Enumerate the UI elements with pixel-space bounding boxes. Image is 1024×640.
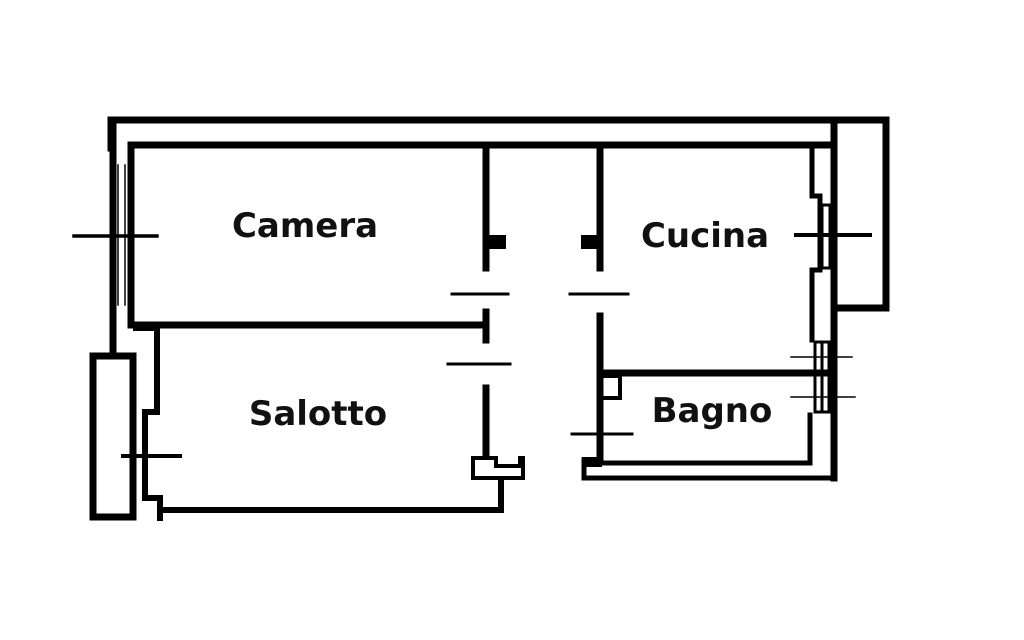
left-balcony — [89, 352, 137, 521]
bagno-fixture — [602, 374, 622, 400]
room-label-bagno: Bagno — [652, 391, 773, 431]
bagno-window — [813, 340, 831, 414]
room-label-salotto: Salotto — [249, 394, 387, 434]
salotto-bottom-wall — [157, 477, 504, 513]
cucina-window — [820, 203, 832, 270]
door-stop-left — [488, 235, 506, 249]
bagno-inner-bottom — [597, 412, 813, 466]
room-label-camera: Camera — [232, 206, 378, 246]
window-mark-bagno-1 — [790, 356, 856, 398]
salotto-left-wall — [133, 325, 163, 521]
bagno-corner — [582, 457, 602, 467]
corridor-step-left — [471, 456, 525, 480]
cucina-right-wall — [809, 145, 823, 343]
room-label-cucina: Cucina — [641, 216, 769, 256]
door-stop-right — [581, 235, 599, 249]
door-swing-left — [446, 292, 512, 366]
